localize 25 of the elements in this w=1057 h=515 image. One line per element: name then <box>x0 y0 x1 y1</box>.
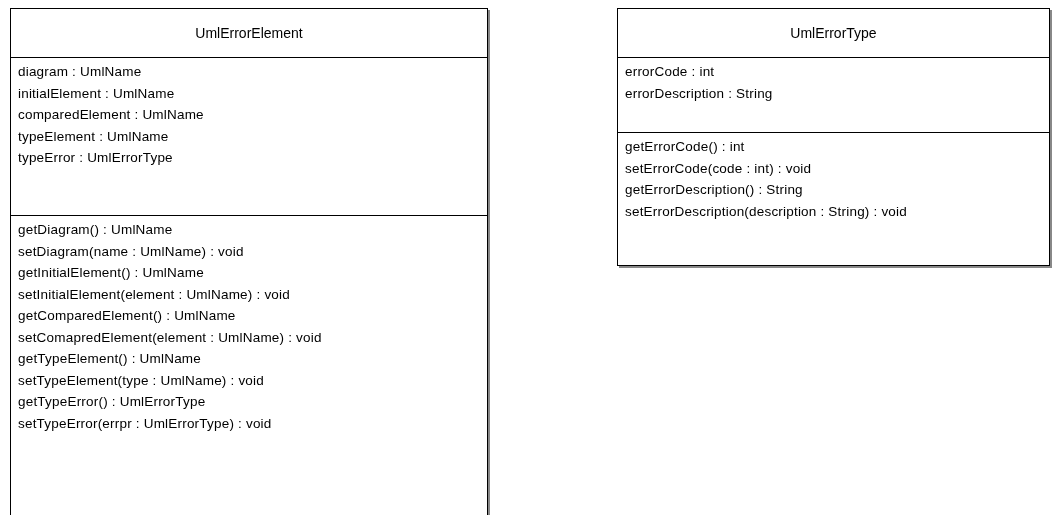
class-member: getTypeElement() : UmlName <box>18 350 201 368</box>
class-member: setComapredElement(element : UmlName) : void <box>18 328 322 347</box>
class-member: getErrorDescription() : String <box>625 181 803 199</box>
class-member: getErrorCode() : int <box>625 138 745 156</box>
class-member: errorDescription : String <box>625 84 773 103</box>
class-member: setErrorDescription(description : String) : void <box>625 202 907 221</box>
class-member: setDiagram(name : UmlName) : void <box>18 242 244 261</box>
class-member: setTypeElement(type : UmlName) : void <box>18 371 264 390</box>
class-member: setInitialElement(element : UmlName) : void <box>18 285 290 304</box>
class-member: typeError : UmlErrorType <box>18 149 173 167</box>
class-member: setErrorCode(code : int) : void <box>625 159 812 178</box>
class-member: getTypeError() : UmlErrorType <box>18 393 206 411</box>
class-member: setTypeError(errpr : UmlErrorType) : void <box>18 414 272 433</box>
class-member: diagram : UmlName <box>18 63 142 81</box>
class-member: getInitialElement() : UmlName <box>18 264 204 282</box>
class-member: getDiagram() : UmlName <box>18 221 173 239</box>
class-member: initialElement : UmlName <box>18 84 175 103</box>
class-member: typeElement : UmlName <box>18 127 169 146</box>
class-member: getComparedElement() : UmlName <box>18 307 236 325</box>
class-member: errorCode : int <box>625 63 715 81</box>
class-name: UmlErrorType <box>790 25 877 41</box>
class-member: comparedElement : UmlName <box>18 106 204 124</box>
class-box <box>617 8 1050 266</box>
class-name: UmlErrorElement <box>195 25 303 41</box>
class-box <box>10 8 488 515</box>
